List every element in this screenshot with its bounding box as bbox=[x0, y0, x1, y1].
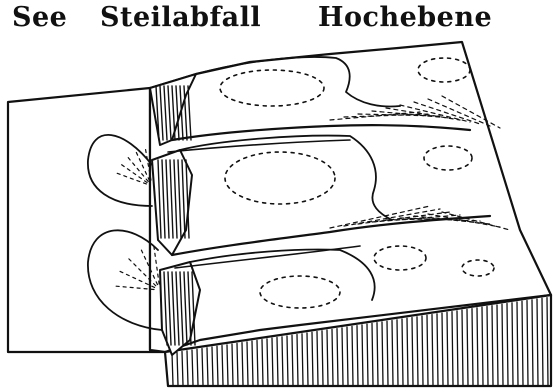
lake-surface bbox=[8, 88, 165, 352]
